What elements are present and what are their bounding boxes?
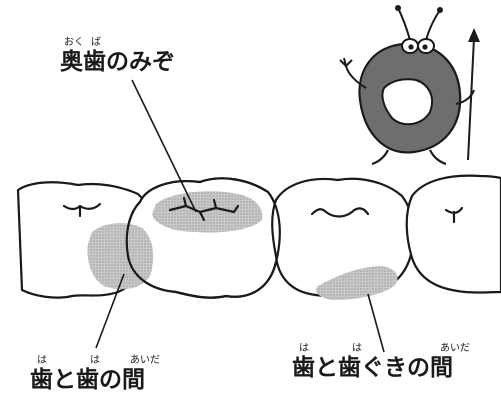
leader-gum-line [367, 293, 385, 353]
furigana-aida: あいだ [130, 355, 160, 366]
furigana-ha-1: は [37, 355, 47, 366]
plaque-gum-line [315, 266, 398, 300]
furigana-aida-2: あいだ [440, 343, 470, 354]
plaque-between-teeth [87, 223, 154, 290]
leader-molar-groove [131, 79, 197, 213]
tooth-far-right [405, 174, 501, 294]
furigana-ha-4: は [352, 343, 362, 354]
label-molar-groove-text: 奥歯のみぞ [60, 49, 175, 75]
groove-molar [168, 196, 240, 222]
furigana-ba: ば [91, 37, 101, 48]
furigana-ha-2: は [90, 355, 100, 366]
groove-left-tooth [62, 202, 102, 218]
groove-right-tooth [310, 207, 370, 218]
label-between-teeth-text: 歯と歯の間 [30, 367, 145, 393]
label-molar-groove: おく ば 奥歯のみぞ [60, 38, 175, 74]
germ-character [339, 5, 480, 166]
label-gum-line-text: 歯と歯ぐきの間 [292, 355, 453, 381]
groove-far-right [444, 206, 464, 224]
leader-between-teeth [95, 273, 125, 349]
furigana-ha-3: は [299, 343, 309, 354]
label-gum-line: は は あいだ 歯と歯ぐきの間 [292, 343, 470, 381]
furigana-oku: おく [64, 37, 84, 48]
label-between-teeth: は は あいだ 歯と歯の間 [30, 355, 160, 393]
plaque-molar-groove [152, 191, 263, 233]
